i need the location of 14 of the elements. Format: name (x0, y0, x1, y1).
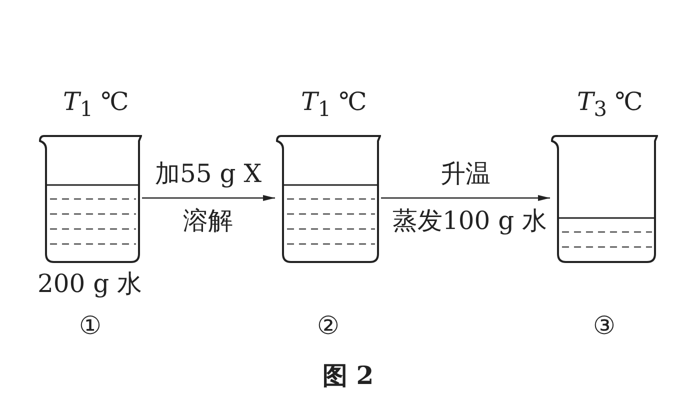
edge-label: 升温 (440, 160, 490, 188)
temperature-label: T$_{1}$ ℃ (301, 88, 367, 123)
step-number: ② (317, 312, 339, 340)
step-number: ③ (593, 312, 615, 340)
figure-caption: 图 2 (322, 362, 374, 390)
temperature-label: T$_{3}$ ℃ (577, 88, 643, 123)
arrow (142, 195, 275, 201)
process-label: 溶解 (183, 207, 233, 235)
step-number: ① (79, 312, 101, 340)
process-label: 蒸发100 g 水 (392, 207, 548, 235)
arrow (381, 195, 550, 201)
edge-label: 加55 g X (155, 160, 262, 188)
temperature-label: T$_{1}$ ℃ (63, 88, 129, 123)
beside-label: 200 g 水 (38, 270, 142, 298)
